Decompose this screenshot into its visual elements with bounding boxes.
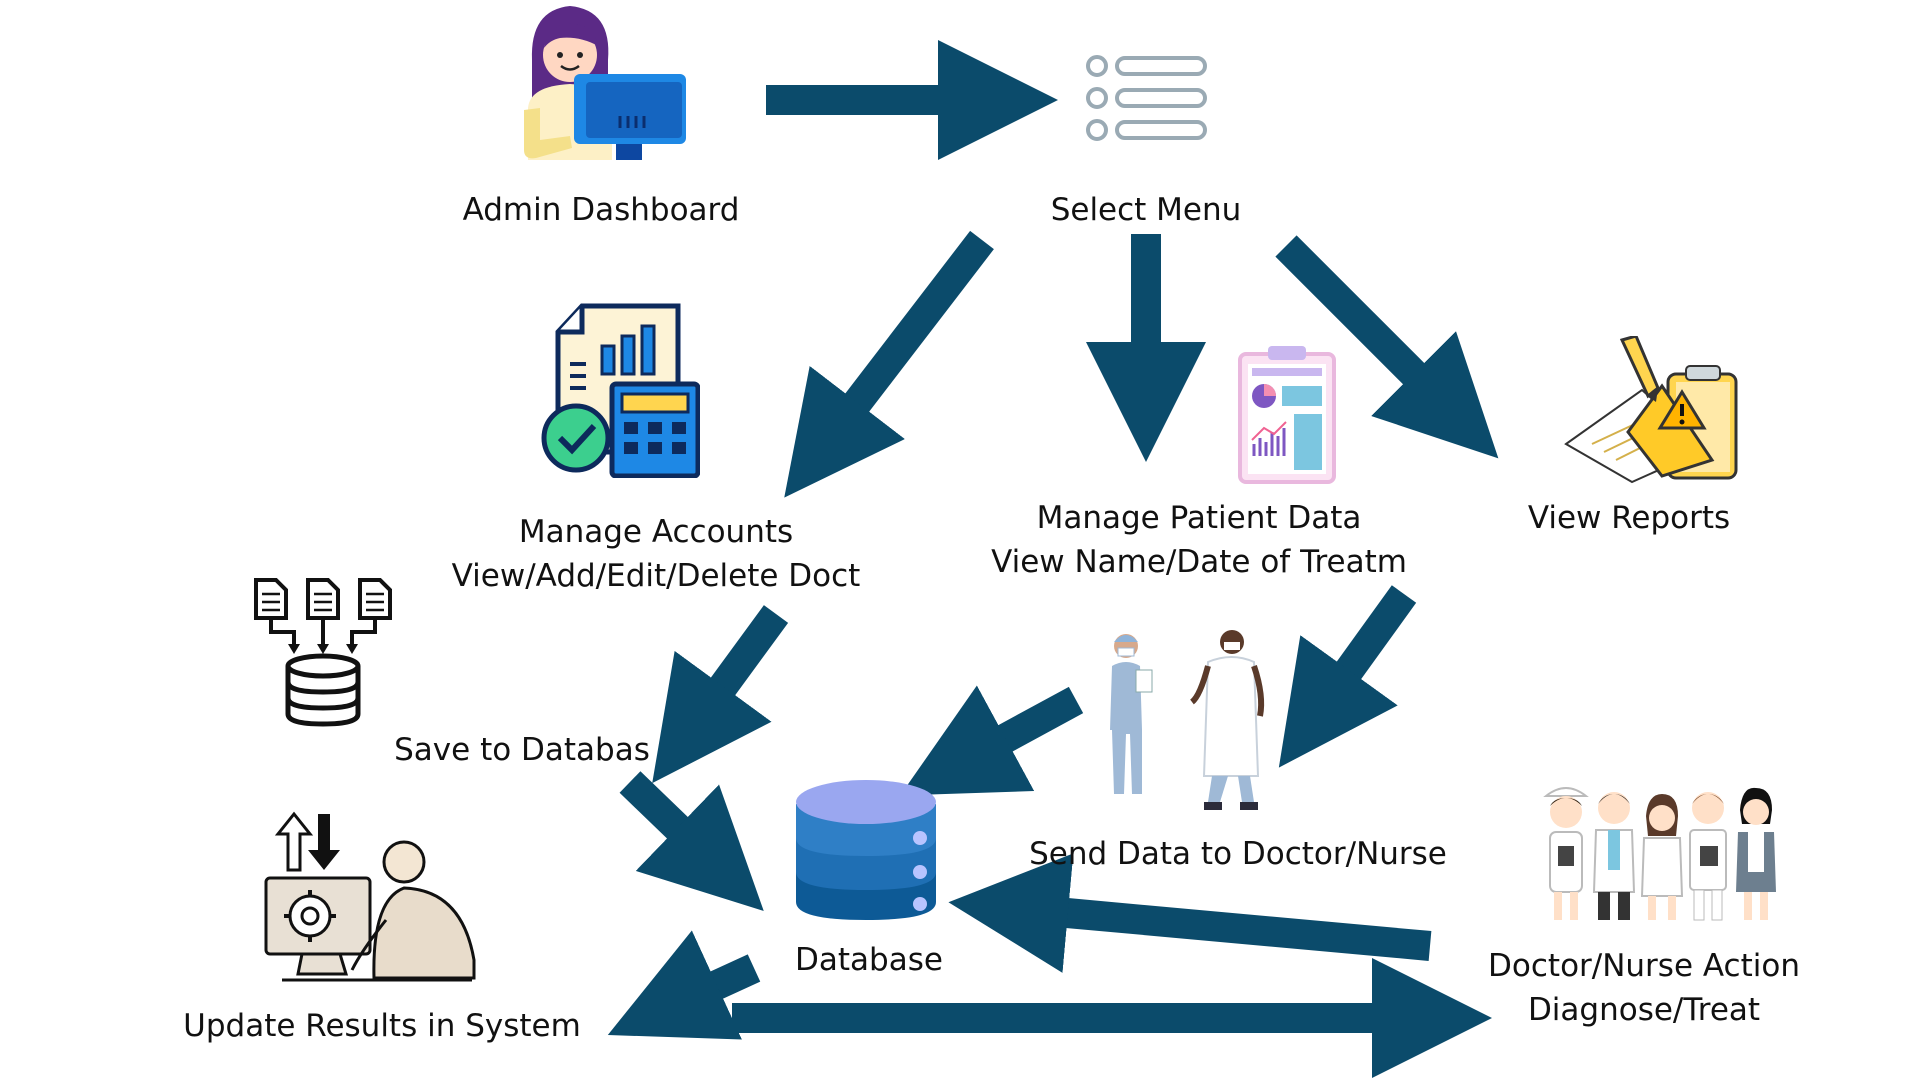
arrow-patient-to-send: [1278, 585, 1417, 768]
arrow-accounts-to-save: [652, 605, 789, 784]
label-manage-accounts: Manage Accounts View/Add/Edit/Delete Doc…: [452, 510, 861, 598]
label-save-to-database: Save to Databas: [394, 728, 650, 772]
database-icon: [796, 780, 936, 920]
arrow-save-to-database: [619, 771, 764, 911]
arrow-action-to-database: [948, 853, 1432, 973]
admin-at-computer-icon: [524, 6, 686, 160]
label-line: Save to Databas: [394, 732, 650, 768]
label-view-reports: View Reports: [1528, 496, 1730, 540]
label-admin-dashboard: Admin Dashboard: [463, 188, 740, 232]
label-line: View Reports: [1527, 500, 1731, 536]
label-select-menu: Select Menu: [1051, 188, 1242, 232]
arrow-database-to-update: [607, 930, 761, 1040]
doctor-nurse-pair-icon: [1110, 630, 1265, 810]
arrow-menu-to-accounts: [784, 230, 994, 498]
label-line: Manage Patient Data: [1036, 500, 1362, 536]
clipboard-report-icon: [1238, 346, 1336, 484]
label-manage-patient-data: Manage Patient Data View Name/Date of Tr…: [991, 496, 1407, 584]
accounts-calculator-icon: [541, 303, 700, 478]
menu-list-icon: [1086, 55, 1207, 141]
arrow-send-to-database: [900, 685, 1084, 796]
medical-team-icon: [1543, 787, 1776, 921]
label-line: Doctor/Nurse Action: [1488, 948, 1800, 984]
label-send-data: Send Data to Doctor/Nurse: [1029, 832, 1447, 876]
label-database: Database: [795, 938, 943, 982]
arrow-menu-to-reports: [1275, 235, 1499, 459]
label-line: Send Data to Doctor/Nurse: [1029, 836, 1447, 872]
label-doctor-nurse-action: Doctor/Nurse Action Diagnose/Treat: [1488, 944, 1800, 1032]
label-line: View/Add/Edit/Delete Doct: [451, 558, 861, 594]
label-line: Database: [795, 942, 943, 978]
label-update-results: Update Results in System: [183, 1004, 581, 1048]
label-line: Diagnose/Treat: [1527, 992, 1761, 1028]
label-line: Admin Dashboard: [462, 192, 740, 228]
warning-reports-icon: [1564, 336, 1738, 484]
label-line: View Name/Date of Treatm: [991, 544, 1407, 580]
label-line: Manage Accounts: [518, 514, 794, 550]
documents-to-database-icon: [254, 578, 392, 727]
man-at-computer-icon: [264, 811, 476, 982]
label-line: Update Results in System: [183, 1008, 581, 1044]
label-line: Select Menu: [1050, 192, 1242, 228]
